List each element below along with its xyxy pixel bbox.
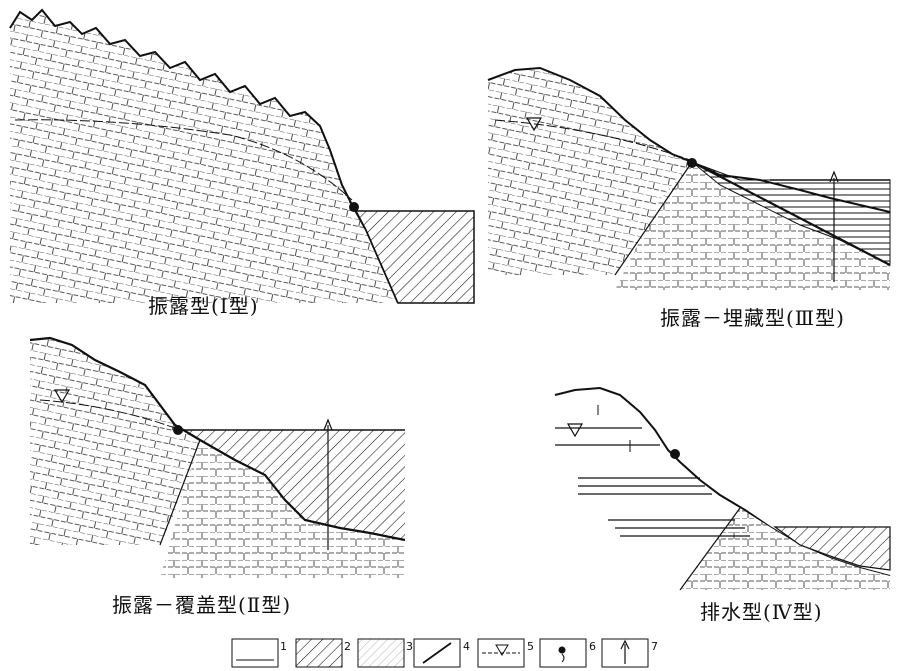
lower-limestone xyxy=(615,162,890,290)
spring-point-icon xyxy=(173,425,183,435)
panel-type-3 xyxy=(487,66,891,290)
boundary-fault xyxy=(614,161,693,276)
spring-point-icon xyxy=(687,158,697,168)
surface-profile xyxy=(9,8,399,304)
boundary-fault xyxy=(159,439,201,546)
panel-type-1 xyxy=(9,8,475,304)
groundwater-flow-line xyxy=(494,119,691,161)
buried-interface xyxy=(691,161,891,266)
water-table-triangle-icon xyxy=(53,389,71,404)
groundwater-flow-line xyxy=(39,399,176,429)
upper-limestone xyxy=(30,338,200,545)
spring-point-icon xyxy=(670,449,680,459)
legend-number-4: 4 xyxy=(463,640,470,653)
caption-type-1: 振露型(Ⅰ型) xyxy=(148,294,259,318)
water-table-triangle-icon xyxy=(525,117,543,132)
limestone-rock-mass xyxy=(10,10,398,303)
groundwater-flow-line xyxy=(14,119,353,201)
water-table-triangle-icon xyxy=(495,644,509,656)
legend xyxy=(231,638,649,668)
water-body xyxy=(354,210,475,304)
panel-type-2 xyxy=(29,336,406,578)
caption-type-2: 振露－覆盖型(Ⅱ型) xyxy=(112,593,292,617)
caption-type-3: 振露－埋藏型(Ⅲ型) xyxy=(660,306,845,330)
legend-swatch-2 xyxy=(295,638,343,668)
spring-tail-icon xyxy=(561,653,565,663)
arrow-head-icon xyxy=(829,170,839,183)
upper-limestone xyxy=(488,68,692,275)
legend-swatch-3 xyxy=(357,638,405,668)
arrow-head-icon xyxy=(620,639,630,650)
legend-number-5: 5 xyxy=(527,640,534,653)
arrow-head-icon xyxy=(323,418,333,431)
water-body xyxy=(176,430,405,540)
legend-number-6: 6 xyxy=(589,640,596,653)
boundary-fault xyxy=(679,507,741,591)
panel-type-4 xyxy=(554,386,891,591)
spring-point-icon xyxy=(349,202,359,212)
legend-number-3: 3 xyxy=(406,640,413,653)
fault-line-icon xyxy=(422,642,452,664)
lower-limestone xyxy=(160,440,405,578)
surface-profile xyxy=(487,66,891,213)
legend-number-7: 7 xyxy=(651,640,658,653)
covering-layer xyxy=(773,526,891,571)
caption-type-4: 排水型(Ⅳ型) xyxy=(700,600,823,624)
legend-swatch-1 xyxy=(231,638,279,668)
surface-profile xyxy=(29,336,406,542)
water-body-lake xyxy=(555,390,672,455)
water-table-triangle-icon xyxy=(566,423,584,438)
legend-number-1: 1 xyxy=(280,640,287,653)
legend-number-2: 2 xyxy=(344,640,351,653)
spring-point-icon xyxy=(558,646,566,654)
